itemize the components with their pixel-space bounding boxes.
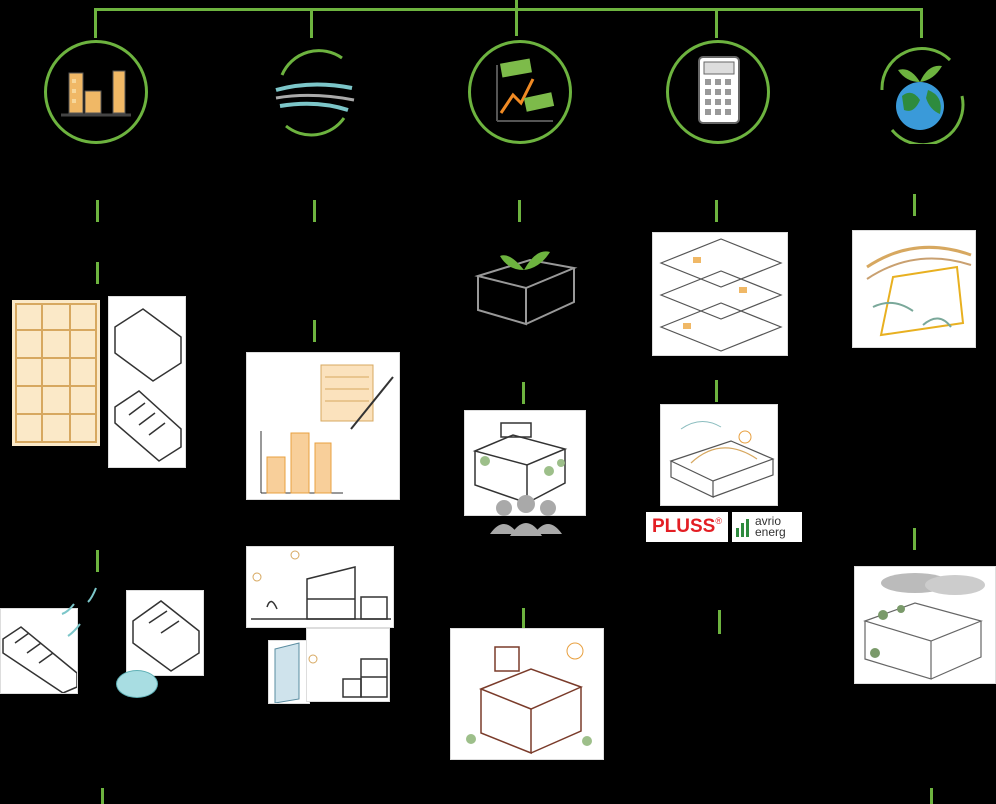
top-connector-bar <box>94 8 922 11</box>
col2-seg-a <box>313 200 316 222</box>
earth-circle <box>868 40 972 144</box>
col3-seg-a <box>518 200 521 222</box>
col1-seg-c <box>96 550 99 572</box>
col1-seg-a <box>96 200 99 222</box>
building-block-sketch-2 <box>126 590 204 676</box>
buildings-circle <box>44 40 148 144</box>
glass-panel-sketch <box>268 640 310 704</box>
buildings-icon <box>47 43 145 141</box>
rain-drops-icon <box>44 584 104 644</box>
pluss-logo-text: PLUSS <box>652 516 715 538</box>
drop-line-4 <box>715 8 718 38</box>
green-roof-box-sketch <box>470 232 580 326</box>
col2-seg-b <box>313 320 316 342</box>
top-stem <box>515 0 518 36</box>
col4-seg-a <box>715 200 718 222</box>
house-lightbulb-sketch <box>450 628 604 760</box>
chart-sketch <box>246 352 400 500</box>
pluss-logo-mark: ® <box>715 516 722 526</box>
growth-circle <box>468 40 572 144</box>
earth-sprout-icon <box>868 40 972 144</box>
drop-line-1 <box>94 8 97 38</box>
energy-section-sketch <box>660 404 778 506</box>
drop-line-2 <box>310 8 313 38</box>
section-sketch-2 <box>306 628 390 702</box>
energy-bars-icon <box>735 516 753 538</box>
calculator-circle <box>666 40 770 144</box>
calculator-icon <box>669 43 767 141</box>
drop-line-5 <box>920 8 923 38</box>
growth-money-icon <box>471 43 569 141</box>
avrio-logo-line2: energ <box>755 527 786 538</box>
col3-seg-b <box>522 382 525 404</box>
storm-box-sketch <box>854 566 996 684</box>
avrio-energy-logo: avrio energ <box>732 512 802 542</box>
wind-icon <box>262 40 366 144</box>
section-sketch-1 <box>246 546 394 628</box>
col5-seg-a <box>913 194 916 216</box>
col5-seg-c <box>930 788 933 804</box>
pluss-logo: PLUSS ® <box>646 512 728 542</box>
col4-seg-b <box>715 380 718 402</box>
water-puddle-icon <box>116 670 158 698</box>
wind-circle <box>262 40 366 144</box>
col1-seg-d <box>101 788 104 804</box>
wind-flow-sketch <box>852 230 976 348</box>
floorplan-grid-sketch <box>12 300 100 446</box>
community-people-icon <box>488 494 564 538</box>
building-block-sketch-1 <box>108 296 186 468</box>
col5-seg-b <box>913 528 916 550</box>
col1-seg-b <box>96 262 99 284</box>
floor-layers-sketch <box>652 232 788 356</box>
col4-seg-c <box>718 610 721 634</box>
